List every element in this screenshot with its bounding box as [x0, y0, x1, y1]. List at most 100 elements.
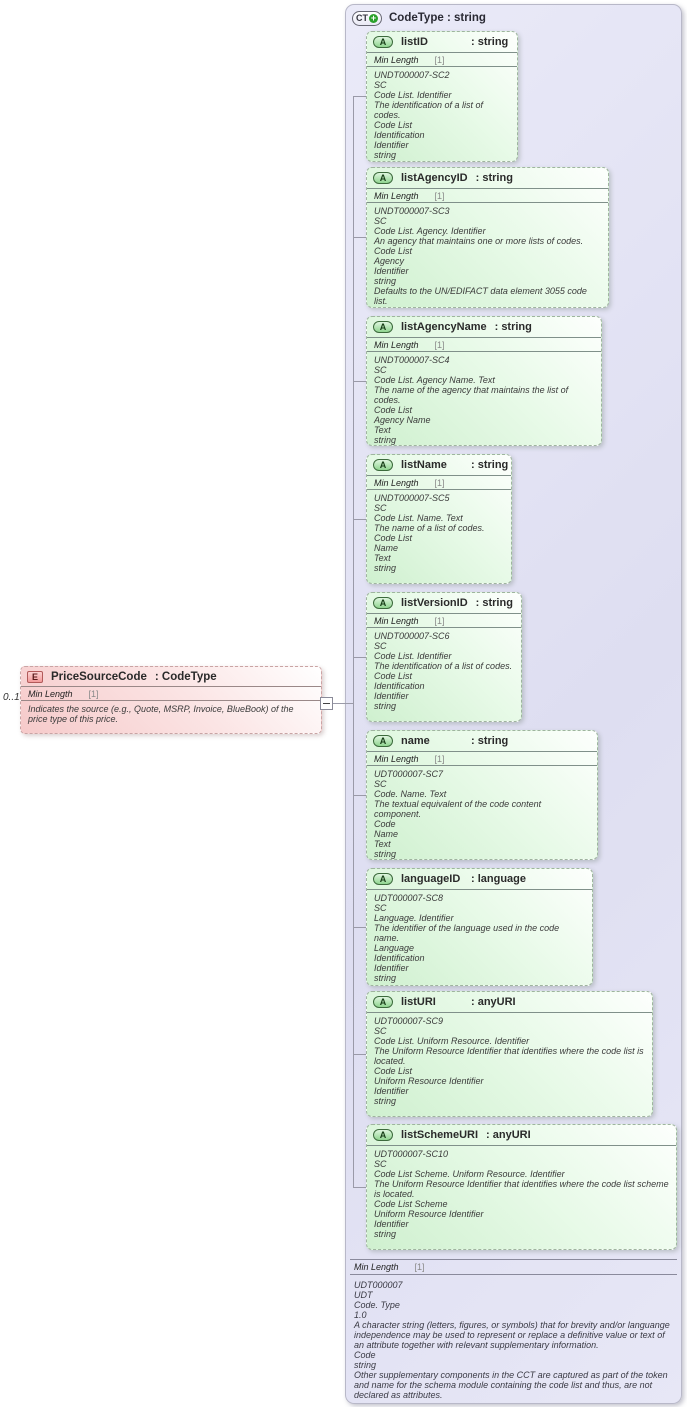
attribute-annotation: UDT000007-SC9 SC Code List. Uniform Reso…: [374, 1016, 644, 1106]
complextype-box-codetype[interactable]: CT+ CodeType : string A listID : string …: [345, 4, 682, 1404]
facet-name: Min Length: [28, 688, 73, 699]
attribute-annotation: UNDT000007-SC4 SC Code List. Agency Name…: [374, 355, 569, 445]
attribute-type: : anyURI: [486, 1129, 531, 1141]
element-name: PriceSourceCode: [51, 670, 147, 683]
facet-name: Min Length: [374, 753, 419, 764]
attribute-box-listuri[interactable]: A listURI : anyURI UDT000007-SC9 SC Code…: [366, 991, 653, 1117]
complextype-facet-row: Min Length [1]: [350, 1259, 677, 1275]
attribute-icon: A: [373, 172, 393, 184]
connector-stub-name: [353, 795, 366, 796]
facet-name: Min Length: [374, 339, 419, 350]
attribute-annotation: UNDT000007-SC6 SC Code List. Identifier …: [374, 631, 513, 711]
attribute-icon: A: [373, 996, 393, 1008]
attribute-type: : string: [475, 597, 513, 609]
facet-value: [1]: [434, 54, 445, 65]
attribute-header: A listAgencyID : string: [367, 168, 608, 189]
facet-name: Min Length: [374, 477, 419, 488]
element-icon: E: [27, 670, 43, 683]
element-box-pricesourcecode[interactable]: E PriceSourceCode : CodeType Min Length …: [20, 666, 322, 734]
attribute-box-listid[interactable]: A listID : string Min Length [1] UNDT000…: [366, 31, 518, 162]
connector-stub-listschemeuri: [353, 1187, 366, 1188]
complextype-icon-label: CT: [356, 13, 368, 23]
complextype-base-type: : string: [446, 12, 486, 24]
facet-name: Min Length: [374, 54, 419, 65]
cardinality-label: 0..1: [3, 692, 20, 703]
attribute-box-name[interactable]: A name : string Min Length [1] UDT000007…: [366, 730, 598, 860]
attribute-name: listSchemeURI: [401, 1129, 479, 1141]
connector-trunk-line: [353, 96, 354, 1188]
facet-row: Min Length [1]: [367, 189, 608, 203]
connector-stub-listuri: [353, 1054, 366, 1055]
facet-value: [1]: [434, 190, 445, 201]
attribute-name: listAgencyID: [401, 172, 468, 184]
facet-row: Min Length [1]: [367, 752, 597, 766]
attribute-box-listname[interactable]: A listName : string Min Length [1] UNDT0…: [366, 454, 512, 584]
attribute-type: : language: [471, 873, 527, 885]
attribute-icon: A: [373, 1129, 393, 1141]
attribute-annotation: UNDT000007-SC5 SC Code List. Name. Text …: [374, 493, 485, 573]
facet-row: Min Length [1]: [367, 338, 601, 352]
facet-value: [1]: [434, 477, 445, 488]
facet-row: Min Length [1]: [367, 53, 517, 67]
attribute-annotation: UDT000007-SC10 SC Code List Scheme. Unif…: [374, 1149, 669, 1239]
attribute-annotation: UDT000007-SC8 SC Language. Identifier Th…: [374, 893, 560, 983]
facet-name: Min Length: [374, 615, 419, 626]
attribute-annotation: UNDT000007-SC2 SC Code List. Identifier …: [374, 70, 484, 160]
attribute-header: A listID : string: [367, 32, 517, 53]
attribute-annotation: UDT000007-SC7 SC Code. Name. Text The te…: [374, 769, 542, 859]
attribute-annotation: UNDT000007-SC3 SC Code List. Agency. Ide…: [374, 206, 587, 306]
facet-value: [1]: [88, 688, 99, 699]
attribute-type: : string: [475, 172, 513, 184]
attribute-box-listschemeuri[interactable]: A listSchemeURI : anyURI UDT000007-SC10 …: [366, 1124, 677, 1250]
attribute-header: A languageID : language: [367, 869, 592, 890]
attribute-name: name: [401, 735, 430, 747]
attribute-icon: A: [373, 36, 393, 48]
complextype-annotation: UDT000007 UDT Code. Type 1.0 A character…: [354, 1280, 670, 1400]
facet-name: Min Length: [354, 1262, 399, 1272]
attribute-box-languageid[interactable]: A languageID : language UDT000007-SC8 SC…: [366, 868, 593, 986]
element-header: E PriceSourceCode : CodeType: [21, 667, 321, 687]
attribute-icon: A: [373, 735, 393, 747]
connector-stub-listagencyname: [353, 381, 366, 382]
attribute-header: A listAgencyName : string: [367, 317, 601, 338]
attribute-header: A name : string: [367, 731, 597, 752]
connector-stub-listid: [353, 96, 366, 97]
attribute-icon: A: [373, 873, 393, 885]
facet-row: Min Length [1]: [367, 476, 511, 490]
attribute-icon: A: [373, 459, 393, 471]
attribute-type: : string: [471, 36, 509, 48]
connector-stub-listversionid: [353, 657, 366, 658]
attribute-name: listVersionID: [401, 597, 468, 609]
facet-row: Min Length [1]: [21, 687, 321, 701]
facet-name: Min Length: [374, 190, 419, 201]
complextype-title: CodeType : string: [389, 12, 486, 24]
element-annotation: Indicates the source (e.g., Quote, MSRP,…: [28, 704, 294, 724]
facet-row: Min Length [1]: [367, 614, 521, 628]
attribute-name: listID: [401, 36, 428, 48]
attribute-header: A listSchemeURI : anyURI: [367, 1125, 676, 1146]
element-type: : CodeType: [154, 670, 217, 683]
attribute-icon: A: [373, 321, 393, 333]
plus-icon: +: [369, 12, 378, 23]
connector-stub-languageid: [353, 927, 366, 928]
attribute-name: listAgencyName: [401, 321, 487, 333]
element-to-type-connector-line: [333, 703, 353, 704]
attribute-type: : anyURI: [471, 996, 516, 1008]
attribute-box-listagencyid[interactable]: A listAgencyID : string Min Length [1] U…: [366, 167, 609, 308]
attribute-box-listagencyname[interactable]: A listAgencyName : string Min Length [1]…: [366, 316, 602, 446]
attribute-header: A listName : string: [367, 455, 511, 476]
connector-stub-listagencyid: [353, 237, 366, 238]
facet-value: [1]: [414, 1262, 425, 1272]
attribute-box-listversionid[interactable]: A listVersionID : string Min Length [1] …: [366, 592, 522, 722]
complextype-header: CT+ CodeType : string: [352, 9, 486, 27]
attribute-type: : string: [471, 459, 509, 471]
attribute-name: listName: [401, 459, 447, 471]
connector-stub-listname: [353, 519, 366, 520]
complextype-icon: CT+: [352, 10, 382, 26]
attribute-name: languageID: [401, 873, 461, 885]
collapse-minus-icon[interactable]: [320, 697, 333, 710]
complextype-name: CodeType: [389, 12, 444, 24]
attribute-icon: A: [373, 597, 393, 609]
attribute-header: A listVersionID : string: [367, 593, 521, 614]
facet-value: [1]: [434, 753, 445, 764]
